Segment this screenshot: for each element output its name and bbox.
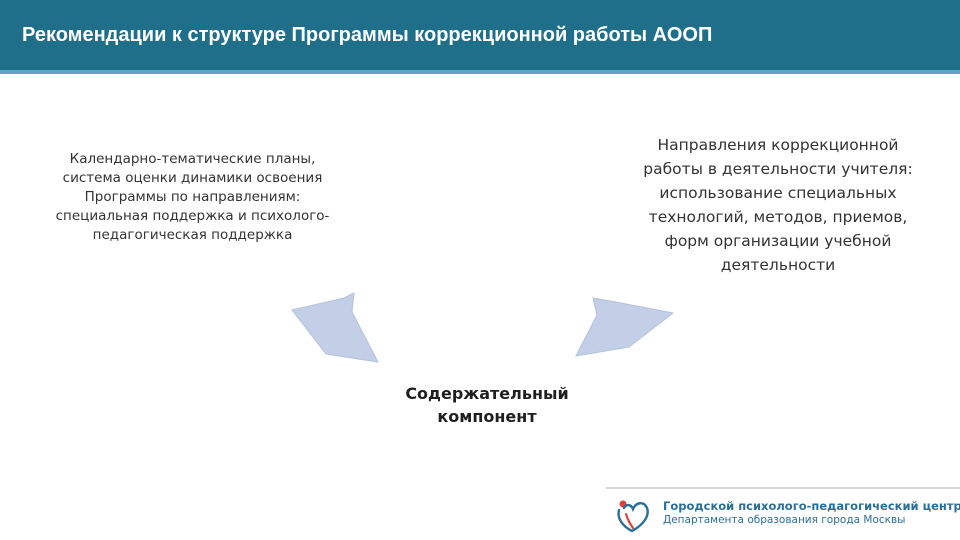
- logo-divider: [606, 487, 960, 489]
- arrow-down-right-icon: [291, 292, 379, 363]
- arrow-down-left-icon: [575, 297, 675, 357]
- left-text-block: Календарно-тематические планы, система о…: [55, 151, 330, 243]
- page-title: Рекомендации к структуре Программы корре…: [22, 24, 713, 46]
- heart-figure-logo-icon: [617, 500, 649, 533]
- footer-logo: Городской психолого-педагогический центр…: [606, 487, 960, 540]
- logo-org-name: Городской психолого-педагогический центр: [663, 499, 960, 513]
- title-bar-accent-line: [0, 70, 960, 74]
- center-text-block: Содержательный компонент: [405, 384, 569, 426]
- right-text-block: Направления коррекционной работы в деяте…: [643, 136, 913, 274]
- title-bar: Рекомендации к структуре Программы корре…: [0, 0, 960, 74]
- logo-org-subtitle: Департамента образования города Москвы: [663, 514, 906, 526]
